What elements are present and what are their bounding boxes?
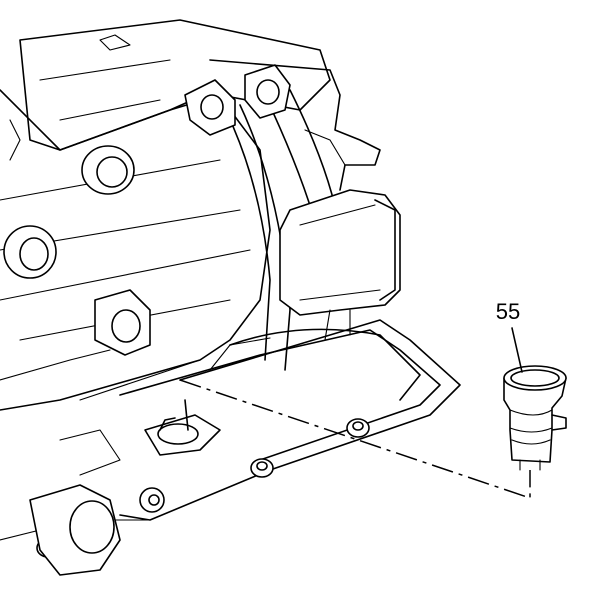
filler-tube-bore [144, 399, 221, 456]
callout-leader-line [511, 327, 523, 373]
filler-tube-seal-part [503, 365, 567, 471]
mounting-lug-left [184, 79, 236, 136]
flange-bolt-1 [346, 418, 370, 438]
case-boss-middle [3, 225, 57, 279]
installation-path-line [179, 379, 531, 500]
oil-pan-flange [0, 319, 461, 541]
callout-number-55: 55 [495, 299, 521, 324]
flange-bolt-2 [250, 458, 274, 478]
accumulator-housing [279, 189, 401, 341]
case-top-bracket [209, 59, 381, 191]
case-lower-boss [29, 484, 165, 576]
case-boss-lower [94, 289, 151, 356]
case-boss-upper [81, 145, 135, 195]
mounting-lug-right [244, 64, 291, 119]
